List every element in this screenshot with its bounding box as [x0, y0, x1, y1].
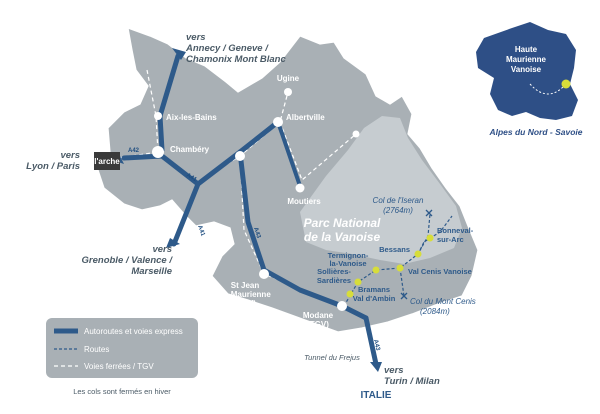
city-dot-junction — [235, 151, 245, 161]
city-dot-modane — [337, 301, 347, 311]
pass-label-cenis-1: Col du Mont Cenis — [410, 297, 476, 306]
resort-dot-termignon — [372, 266, 380, 274]
resort-dot-bessans — [414, 250, 422, 258]
france-inset: Haute Maurienne Vanoise Alpes du Nord - … — [476, 22, 583, 137]
pass-markers — [400, 209, 433, 300]
vanoise-park-area — [300, 116, 462, 264]
larche-logo: l'arche — [94, 152, 120, 170]
pass-label-iseran-1: Col de l'Iseran — [373, 196, 424, 205]
city-dot-albertville — [273, 117, 283, 127]
park-label-line1: Parc National — [304, 216, 381, 230]
resort-label-sollieres-2: Sardières — [317, 276, 351, 285]
city-label-stjean-1: St Jean — [231, 281, 260, 290]
resort-label-bessans: Bessans — [379, 245, 410, 254]
inset-location-dot — [561, 79, 571, 89]
city-dot-pass — [352, 130, 360, 138]
resort-dots — [346, 234, 434, 298]
inset-caption: Alpes du Nord - Savoie — [488, 127, 582, 137]
resort-label-bramans-2: Val d'Ambin — [353, 294, 396, 303]
city-label-stjean-2: de Maurienne — [219, 290, 271, 299]
city-label-ugine: Ugine — [277, 74, 300, 83]
city-dots — [152, 88, 360, 311]
arrow-north — [172, 48, 186, 60]
legend-roads: Routes — [84, 345, 109, 354]
legend-highways: Autoroutes et voies express — [84, 327, 183, 336]
city-label-chambery: Chambéry — [170, 145, 210, 154]
dest-annecy-2: Annecy / Geneve / — [185, 43, 269, 54]
dest-lyon-1: vers — [60, 150, 80, 161]
resort-label-termignon-1: Termignon- — [328, 251, 369, 260]
resort-dot-bramans — [346, 290, 354, 298]
pass-label-iseran-2: (2764m) — [383, 206, 413, 215]
resort-dot-bonneval — [426, 234, 434, 242]
arrow-south — [370, 362, 382, 372]
city-label-albertville: Albertville — [286, 113, 325, 122]
park-label-line2: de la Vanoise — [304, 230, 381, 244]
legend: Autoroutes et voies express Routes Voies… — [46, 318, 198, 378]
italie-label: ITALIE — [361, 390, 392, 401]
road-label-a42: A42 — [128, 148, 140, 154]
city-dot-aix — [154, 112, 162, 120]
dest-grenoble-1: vers — [152, 244, 172, 255]
city-label-aix: Aix-les-Bains — [166, 113, 217, 122]
legend-rail: Voies ferrées / TGV — [84, 362, 154, 371]
city-label-stjean-3: (TGV) — [234, 299, 256, 308]
road-label-a43b: A43 — [372, 339, 381, 352]
city-label-moutiers: Moutiers — [287, 197, 321, 206]
inset-logo-3: Vanoise — [511, 65, 542, 74]
larche-label: l'arche — [94, 157, 120, 166]
resort-label-bramans-1: Bramans — [358, 285, 390, 294]
tunnel-label: Tunnel du Frejus — [304, 353, 360, 362]
inset-logo-1: Haute — [515, 45, 538, 54]
dest-turin-2: Turin / Milan — [384, 376, 440, 387]
city-label-modane-2: (TGV) — [307, 320, 329, 329]
city-label-modane-1: Modane — [303, 311, 334, 320]
road-label-a41: A41 — [185, 173, 198, 184]
resort-label-valcenis: Val Cenis Vanoise — [408, 267, 472, 276]
city-dot-stjean — [259, 269, 269, 279]
dest-annecy-1: vers — [186, 32, 206, 43]
dest-grenoble-2: Grenoble / Valence / — [82, 255, 174, 266]
road-label-a43: A43 — [252, 227, 261, 240]
road-label-a41b: A41 — [196, 225, 206, 238]
dest-lyon-2: Lyon / Paris — [26, 161, 80, 172]
resort-label-termignon-2: la-Vanoise — [329, 259, 366, 268]
inset-logo-2: Maurienne — [506, 55, 547, 64]
city-dot-ugine — [284, 88, 292, 96]
legend-note: Les cols sont fermés en hiver — [73, 387, 171, 396]
city-dot-chambery — [152, 146, 164, 158]
pass-label-cenis-2: (2084m) — [420, 307, 450, 316]
dest-grenoble-3: Marseille — [131, 266, 172, 277]
resort-label-bonneval-2: sur-Arc — [437, 235, 464, 244]
arrow-southwest — [166, 238, 180, 248]
france-shape — [476, 22, 578, 120]
resort-dot-valcenis — [396, 264, 404, 272]
resort-label-sollieres-1: Sollières- — [317, 267, 351, 276]
dest-annecy-3: Chamonix Mont Blanc — [186, 54, 286, 65]
resort-dot-sollieres — [354, 278, 362, 286]
resort-label-bonneval-1: Bonneval- — [437, 226, 474, 235]
dest-turin-1: vers — [384, 365, 404, 376]
city-dot-moutiers — [295, 183, 305, 193]
